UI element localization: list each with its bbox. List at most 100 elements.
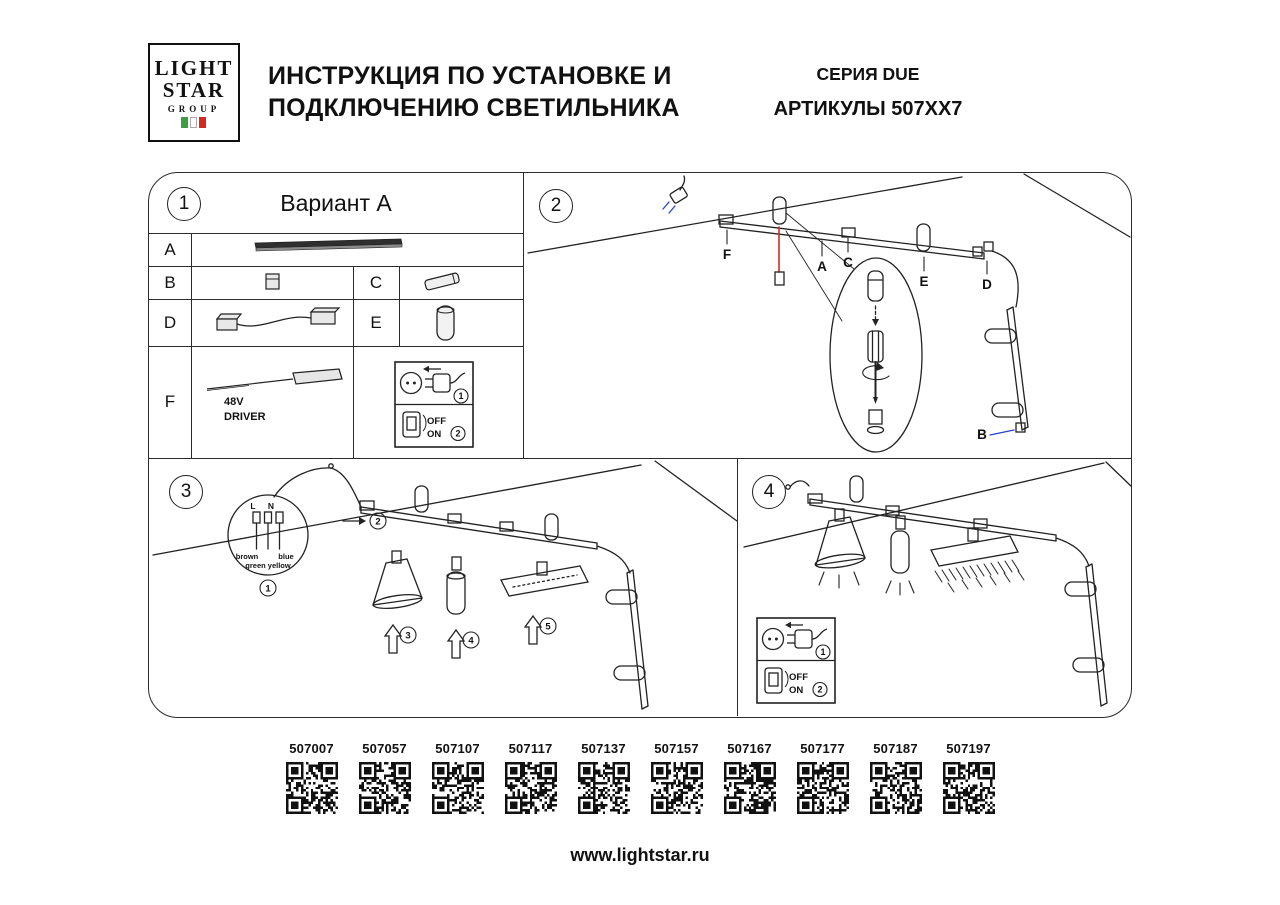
qr-article-number: 507187: [873, 741, 918, 756]
corner-cable: [596, 545, 631, 574]
qr-article-number: 507107: [435, 741, 480, 756]
mount-cylinder: [849, 475, 864, 503]
flag-white-bar: [190, 117, 198, 129]
corner-connector-d: [972, 241, 1019, 308]
feed-connector: [359, 500, 375, 511]
label-f: F: [723, 247, 731, 262]
panel-3-number: 3: [169, 475, 203, 509]
connector-b: [1015, 422, 1026, 433]
feed-connector: [807, 493, 823, 504]
part-label-b: B: [164, 272, 176, 292]
table-line: [149, 346, 523, 347]
board-bottom-row: 3: [149, 459, 1131, 716]
lightstar-logo-text: LIGHT STAR GROUP: [155, 57, 234, 129]
wire-label-green-yellow: green yellow: [245, 561, 291, 570]
qr-code: [942, 762, 995, 814]
feed-connector-f: [718, 214, 734, 225]
driver-word: DRIVER: [224, 411, 266, 423]
power-connection-legend: OFF ON 1 2: [756, 617, 836, 704]
power-legend-graphic: OFF ON 1 2: [394, 361, 474, 448]
qr-article-number: 507117: [508, 741, 553, 756]
part-label-f: F: [164, 392, 176, 411]
qr-item: 507057: [358, 741, 412, 814]
panel-1-parts-list: Вариант А 1 A B C D E F: [149, 173, 524, 459]
step-2-marker: 2: [817, 685, 822, 695]
website-url: www.lightstar.ru: [570, 845, 710, 865]
spot-cylinder: [605, 589, 638, 605]
part-b-connector-image: [265, 273, 280, 290]
variant-title: Вариант А: [280, 189, 392, 216]
qr-code: [723, 762, 776, 814]
wall-corner-edge: [1023, 173, 1131, 238]
wiring-callout-circle: [227, 494, 309, 576]
power-connection-legend: OFF ON 1 2: [394, 361, 474, 448]
table-line: [149, 233, 523, 234]
track-vertical: [1006, 306, 1029, 431]
track-horizontal: [360, 506, 598, 550]
plug-icon: [787, 628, 828, 649]
step-2-marker: 2: [455, 429, 460, 439]
track-connector: [973, 518, 988, 529]
articles-label: АРТИКУЛЫ 507XX7: [773, 98, 963, 120]
screwdriver-detail: [862, 270, 890, 435]
part-label-a: A: [164, 239, 176, 259]
step-4: 4: [468, 636, 474, 647]
qr-article-number: 507057: [362, 741, 407, 756]
track-connector-c: [841, 227, 856, 238]
qr-item: 507157: [650, 741, 704, 814]
wire-connector: [774, 271, 785, 286]
table-line: [191, 233, 192, 459]
panel-4-number: 4: [752, 475, 786, 509]
light-rays: [934, 559, 1025, 593]
page-title: ИНСТРУКЦИЯ ПО УСТАНОВКЕ И ПОДКЛЮЧЕНИЮ СВ…: [268, 60, 680, 124]
spot-cylinder: [1072, 657, 1105, 673]
driver-label: 48V DRIVER: [224, 395, 266, 425]
wire-terminals: [252, 511, 284, 550]
qr-item: 507137: [577, 741, 631, 814]
supply-cable: [789, 480, 810, 488]
qr-code: [285, 762, 338, 814]
flag-green-bar: [181, 117, 189, 129]
label-b-leader: [989, 429, 1015, 436]
label-d: D: [982, 277, 992, 292]
spot-cylinder: [1064, 581, 1097, 597]
switch-off-label: OFF: [789, 672, 808, 683]
switch-icon: [764, 667, 789, 694]
part-f-driver-image: [206, 368, 343, 391]
qr-article-number: 507177: [800, 741, 845, 756]
panel4-diagram: [743, 461, 1131, 707]
step-5: 5: [545, 622, 551, 633]
callout-ellipse: [829, 257, 923, 453]
linear-light: [500, 561, 589, 597]
panel3-diagram: L N brown blue green yellow 1 2 3: [152, 460, 737, 710]
table-line: [149, 266, 523, 267]
panel-2-number: 2: [539, 189, 573, 223]
panel-1-number: 1: [167, 187, 201, 221]
qr-code: [650, 762, 703, 814]
track-horizontal: [719, 220, 985, 260]
callout-line: [785, 230, 843, 322]
part-e-cylinder-image: [436, 305, 455, 341]
panel-4-final-assembly: 4: [738, 459, 1131, 716]
cylinder-spotlight: [885, 515, 915, 596]
page-title-line1: ИНСТРУКЦИЯ ПО УСТАНОВКЕ И: [268, 62, 672, 90]
switch-icon: [402, 411, 427, 438]
qr-article-number: 507167: [727, 741, 772, 756]
lightstar-logo: LIGHT STAR GROUP: [148, 43, 240, 142]
panel-2-mounting-diagram: 2: [524, 173, 1131, 458]
qr-item: 507007: [285, 741, 339, 814]
track-connector: [499, 521, 514, 532]
spot-cylinder: [991, 402, 1024, 418]
qr-item: 507107: [431, 741, 485, 814]
wire-labels: L N brown blue green yellow: [236, 501, 294, 570]
logo-word-group: GROUP: [167, 104, 221, 115]
part-a-track-image: [254, 238, 403, 252]
light-rays: [818, 571, 860, 589]
track-connector: [885, 505, 900, 516]
logo-word-star: STAR: [162, 78, 226, 102]
step-1-marker: 1: [820, 647, 825, 657]
panel-3-wiring-diagram: 3: [149, 459, 738, 716]
step-1-marker: 1: [458, 391, 463, 401]
panel2-diagram: F A C E D B: [527, 173, 1131, 453]
